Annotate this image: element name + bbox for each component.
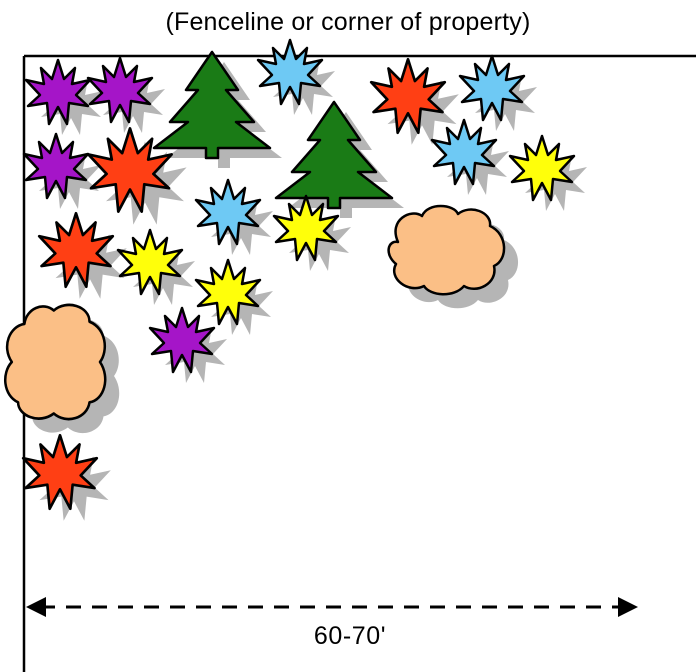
plant-evergreen-tree (152, 50, 282, 168)
plant-red-maple (369, 57, 459, 145)
plant-purple-maple (148, 306, 227, 383)
fenceline-caption: (Fenceline or corner of property) (165, 8, 531, 36)
plant-purple-maple (22, 132, 101, 209)
plant-red-maple (21, 433, 111, 521)
plant-red-maple (37, 211, 127, 299)
dimension-label: 60-70' (313, 622, 387, 650)
plant-yellow-maple (508, 134, 587, 211)
plant-shrub (387, 204, 519, 309)
plant-blue-maple (458, 54, 537, 131)
plant-yellow-maple (116, 228, 195, 305)
plant-evergreen-tree (274, 100, 404, 218)
plant-purple-maple (24, 58, 103, 135)
plant-blue-maple (194, 178, 273, 255)
plant-purple-maple (86, 56, 165, 133)
plant-blue-maple (256, 38, 335, 115)
plant-blue-maple (430, 118, 509, 195)
dimension-arrow (26, 597, 638, 617)
plant-shrub (3, 303, 120, 434)
plant-yellow-maple (194, 258, 273, 335)
arrowhead-left (26, 597, 46, 617)
arrowhead-right (618, 597, 638, 617)
